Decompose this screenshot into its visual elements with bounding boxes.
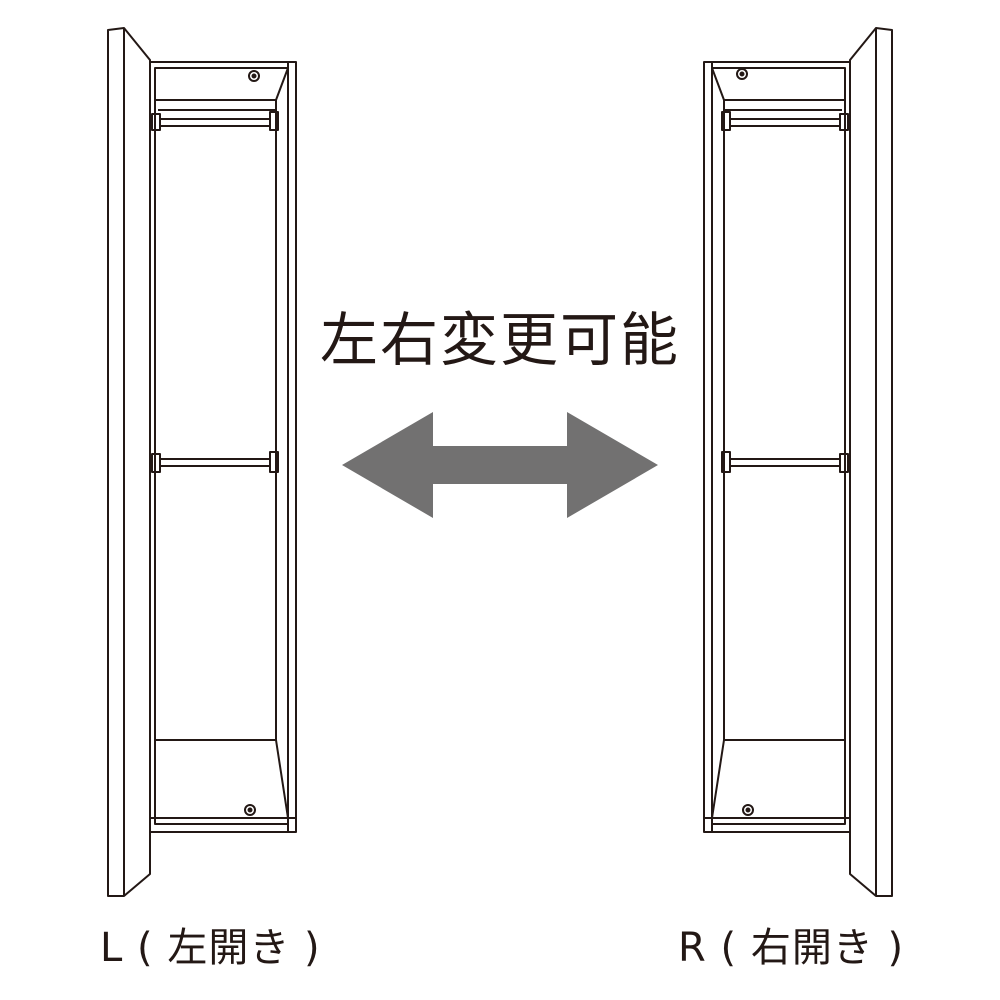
left-cabinet-body bbox=[149, 61, 297, 833]
left-cabinet-door bbox=[107, 27, 151, 897]
right-cabinet-label: R ( 右開き ) bbox=[678, 925, 905, 971]
reversible-heading: 左右変更可能 bbox=[319, 306, 680, 374]
right-cabinet-body bbox=[703, 61, 851, 833]
double-headed-arrow-icon bbox=[342, 412, 658, 518]
left-cabinet-label: L ( 左開き ) bbox=[100, 925, 321, 971]
right-cabinet bbox=[703, 27, 893, 897]
left-cabinet bbox=[107, 27, 297, 897]
right-cabinet-door bbox=[849, 27, 893, 897]
